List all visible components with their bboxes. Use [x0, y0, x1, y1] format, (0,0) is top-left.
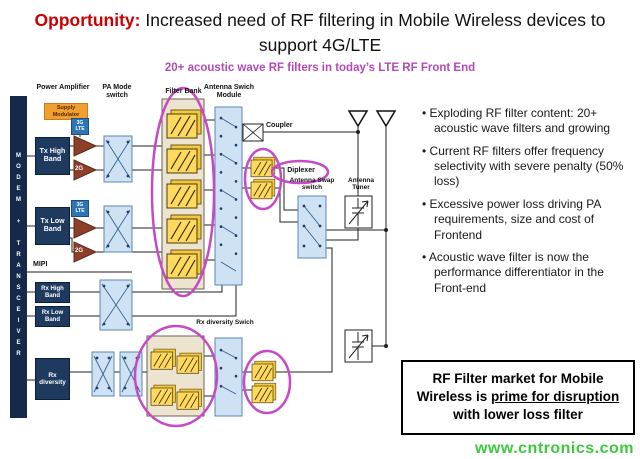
antenna-switch-module-label: Antenna Swich Module [203, 84, 255, 100]
slide-subtitle: 20+ acoustic wave RF filters in today’s … [164, 62, 476, 74]
rx-high-band-block: Rx High Band [35, 282, 70, 303]
callout-text-pre: RF Filter market for Mobile Wireless is [416, 371, 604, 405]
callout-text-post: with lower loss filter [453, 407, 583, 423]
diplexer-label: Diplexer [287, 167, 315, 174]
rx-filter-bank-panel [146, 335, 205, 417]
tx-low-band-block: Tx Low Band [35, 207, 70, 245]
highlight-ellipses [133, 86, 330, 428]
diplexer-filters [250, 156, 276, 200]
antenna-tuner-label: Antenna Tuner [348, 177, 374, 192]
switch-contact-dots [95, 116, 322, 406]
antenna-tuner-box [344, 195, 373, 229]
bullet-item-3: Excessive power loss driving PA requirem… [422, 197, 634, 243]
title-rest: Increased need of RF filtering in Mobile… [140, 10, 606, 56]
modem-transceiver-label: MODEM + TRANSCEIVER [15, 152, 22, 362]
rx-low-band-block: Rx Low Band [35, 306, 70, 327]
title-highlight: Opportunity: [34, 10, 141, 30]
bullet-item-2: Current RF filters offer frequency selec… [422, 144, 634, 190]
antenna-swap-switch-label: Antenna Swap switch [289, 177, 335, 192]
watermark-url: www.cntronics.com [474, 440, 634, 457]
bullet-item-4: Acoustic wave filter is now the performa… [422, 250, 634, 296]
modem-transceiver-bar: MODEM + TRANSCEIVER [10, 96, 27, 418]
amp-2g-label-1: 2G [75, 166, 84, 172]
bullet-item-1: Exploding RF filter content: 20+ acousti… [422, 106, 634, 137]
slide-title: Opportunity: Increased need of RF filter… [0, 8, 640, 59]
tx-high-band-block: Tx High Band [35, 137, 70, 175]
rx-diversity-block: Rx diversity [35, 358, 70, 400]
amp-3g-lte-tag-2: 3G LTE [71, 200, 89, 217]
switch-boxes [91, 106, 327, 417]
antenna-tuner2-box [344, 329, 373, 363]
pa-mode-switch-label: PA Mode switch [102, 84, 132, 100]
rx-diversity-switch-label: Rx diversity Swich [196, 319, 254, 326]
filter-bank-label: Filter Bank [165, 88, 202, 95]
power-amplifier-triangles [73, 135, 98, 263]
switch-internal-lines [93, 117, 321, 395]
amp-2g-label-2: 2G [75, 248, 84, 254]
wire-junction-dots [356, 130, 388, 348]
filter-bank-panel [161, 98, 205, 290]
coupler-box [242, 123, 264, 142]
power-amplifier-label: Power Amplifier [36, 84, 90, 91]
bullet-list: Exploding RF filter content: 20+ acousti… [422, 106, 634, 303]
coupler-label: Coupler [266, 122, 293, 129]
callout-box: RF Filter market for Mobile Wireless is … [401, 360, 635, 435]
amp-3g-lte-tag-1: 3G LTE [71, 118, 89, 135]
callout-underlined-text: prime for disruption [490, 389, 620, 405]
mipi-label: MIPI [33, 261, 48, 268]
rx-diplexer-filters [251, 360, 277, 404]
supply-modulator-block: Supply Modulator [44, 103, 88, 120]
antenna-icons [347, 110, 397, 128]
